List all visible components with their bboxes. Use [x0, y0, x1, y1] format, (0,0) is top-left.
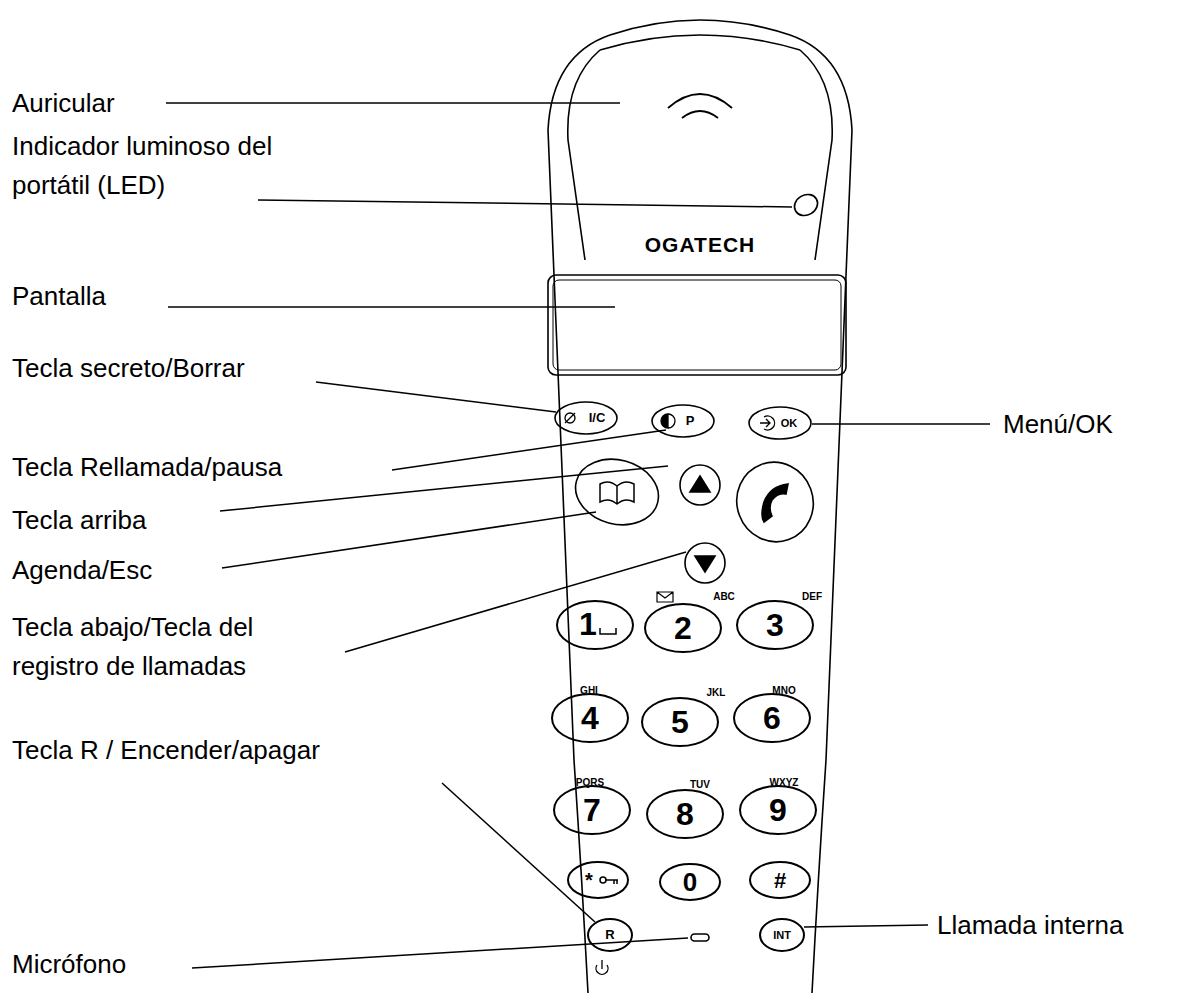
callout-label: Indicador luminoso del portátil (LED) [12, 127, 332, 205]
key-letters: TUV [690, 777, 710, 792]
key-label: INT [773, 927, 791, 944]
key-label: 8 [676, 798, 694, 830]
key-lock-icon-ring [600, 877, 606, 883]
key-label: 7 [583, 794, 601, 826]
key-label: OK [781, 415, 798, 432]
talk-key [726, 451, 825, 552]
handset-outline [548, 20, 852, 993]
callout-label: Micrófono [12, 945, 126, 984]
brand-logo: OGATECH [645, 229, 755, 261]
display-screen [548, 275, 846, 375]
key-label: P [686, 411, 695, 431]
key-label: 2 [674, 612, 692, 644]
led [791, 190, 822, 219]
book-icon [600, 482, 634, 504]
up-key [680, 465, 720, 505]
key-label: 0 [683, 863, 697, 902]
callout-label: Agenda/Esc [12, 551, 152, 590]
phonebook-key [568, 450, 666, 534]
handset-icon [762, 484, 788, 522]
key-letters: PQRS [576, 775, 604, 790]
handset-side-groove [568, 50, 832, 260]
callout-label: Tecla Rellamada/pausa [12, 448, 282, 487]
mute-key [555, 402, 617, 434]
callout-label: Tecla secreto/Borrar [12, 349, 245, 388]
key-label: # [774, 864, 786, 897]
redial-key [652, 405, 714, 437]
key-letters: ABC [713, 589, 735, 604]
down-key [685, 543, 725, 583]
key-label: 9 [769, 794, 787, 826]
callout-label: Menú/OK [1003, 405, 1113, 444]
key-letters: GHI [580, 683, 598, 698]
down-arrow [695, 556, 715, 572]
key-label: 6 [763, 702, 781, 734]
keypad [552, 601, 816, 951]
callout-label: Tecla abajo/Tecla del registro de llamad… [12, 608, 332, 686]
key-lock-icon [606, 880, 618, 884]
display-screen-inner [553, 280, 841, 370]
callout-label: Llamada interna [937, 906, 1123, 945]
leader-lines [166, 103, 990, 968]
menu-key [749, 407, 811, 439]
key-letters: DEF [802, 589, 822, 604]
callout-label: Auricular [12, 84, 115, 123]
key-label: 1 [579, 608, 597, 640]
microphone [691, 934, 709, 941]
callout-label: Pantalla [12, 277, 106, 316]
space-icon [600, 628, 616, 634]
key-label: I/C [589, 408, 606, 428]
up-arrow [690, 476, 710, 492]
callout-label: Tecla R / Encender/apagar [12, 731, 320, 770]
key-label: * [585, 865, 593, 895]
callout-label: Tecla arriba [12, 501, 146, 540]
key-letters: JKL [707, 685, 726, 700]
key-letters: WXYZ [770, 775, 799, 790]
key-label: 3 [766, 609, 784, 641]
handset-inner-top [600, 35, 800, 50]
key-letters: MNO [772, 683, 795, 698]
key-label: 4 [581, 702, 599, 734]
key-label: R [605, 925, 614, 945]
earpiece [668, 94, 732, 118]
key-label: 5 [671, 706, 689, 738]
power-icon [596, 960, 608, 974]
envelope-icon [657, 592, 673, 602]
